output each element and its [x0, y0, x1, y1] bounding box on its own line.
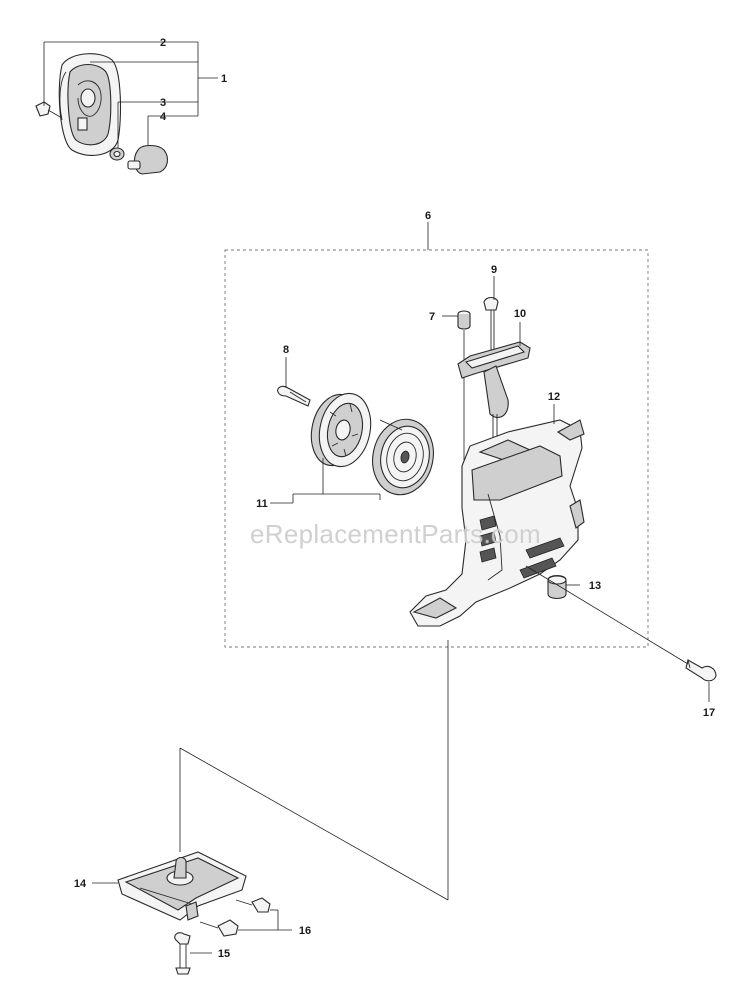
- starter-handle: [457, 341, 531, 452]
- callout-12: 12: [548, 391, 560, 403]
- callout-10: 10: [514, 308, 526, 320]
- callout-11: 11: [256, 498, 268, 510]
- callout-7: 7: [429, 311, 435, 323]
- plate-screw-upper: [235, 897, 271, 913]
- plate-screw-lower: [199, 919, 239, 937]
- callout-17: 17: [703, 707, 715, 719]
- guide-bushing: [457, 310, 471, 330]
- callout-13: 13: [589, 580, 601, 592]
- bottom-plate: [117, 851, 247, 921]
- projection-lines: [179, 640, 449, 901]
- callout-9: 9: [491, 264, 497, 276]
- cover-knob: [127, 144, 169, 175]
- starter-housing: [409, 419, 585, 627]
- callout-15: 15: [218, 948, 230, 960]
- starter-bolt: [277, 385, 311, 407]
- callout-16: 16: [299, 925, 311, 937]
- housing-screw: [685, 659, 717, 682]
- callout-6: 6: [425, 210, 431, 222]
- plate-screw-vertical: [174, 932, 191, 975]
- small-cover-screw: [35, 101, 63, 119]
- air-filter-cover-assembly: [58, 53, 122, 156]
- callout-8: 8: [283, 344, 289, 356]
- callout-3: 3: [160, 97, 166, 109]
- callout-2: 2: [160, 37, 166, 49]
- callout-leaders-11: [270, 458, 381, 504]
- starter-assembly-boundary: [224, 249, 649, 648]
- cover-nut-washer: [109, 147, 125, 161]
- housing-spacer: [547, 574, 567, 600]
- leader-screw-17: [525, 565, 689, 665]
- callout-4: 4: [160, 111, 167, 123]
- callout-14: 14: [74, 878, 87, 890]
- callout-1: 1: [221, 73, 227, 85]
- recoil-spring: [372, 418, 434, 496]
- callout-leaders-16: [238, 909, 292, 931]
- rope-pulley: [310, 392, 372, 468]
- callout-leaders-group-1: [43, 41, 218, 148]
